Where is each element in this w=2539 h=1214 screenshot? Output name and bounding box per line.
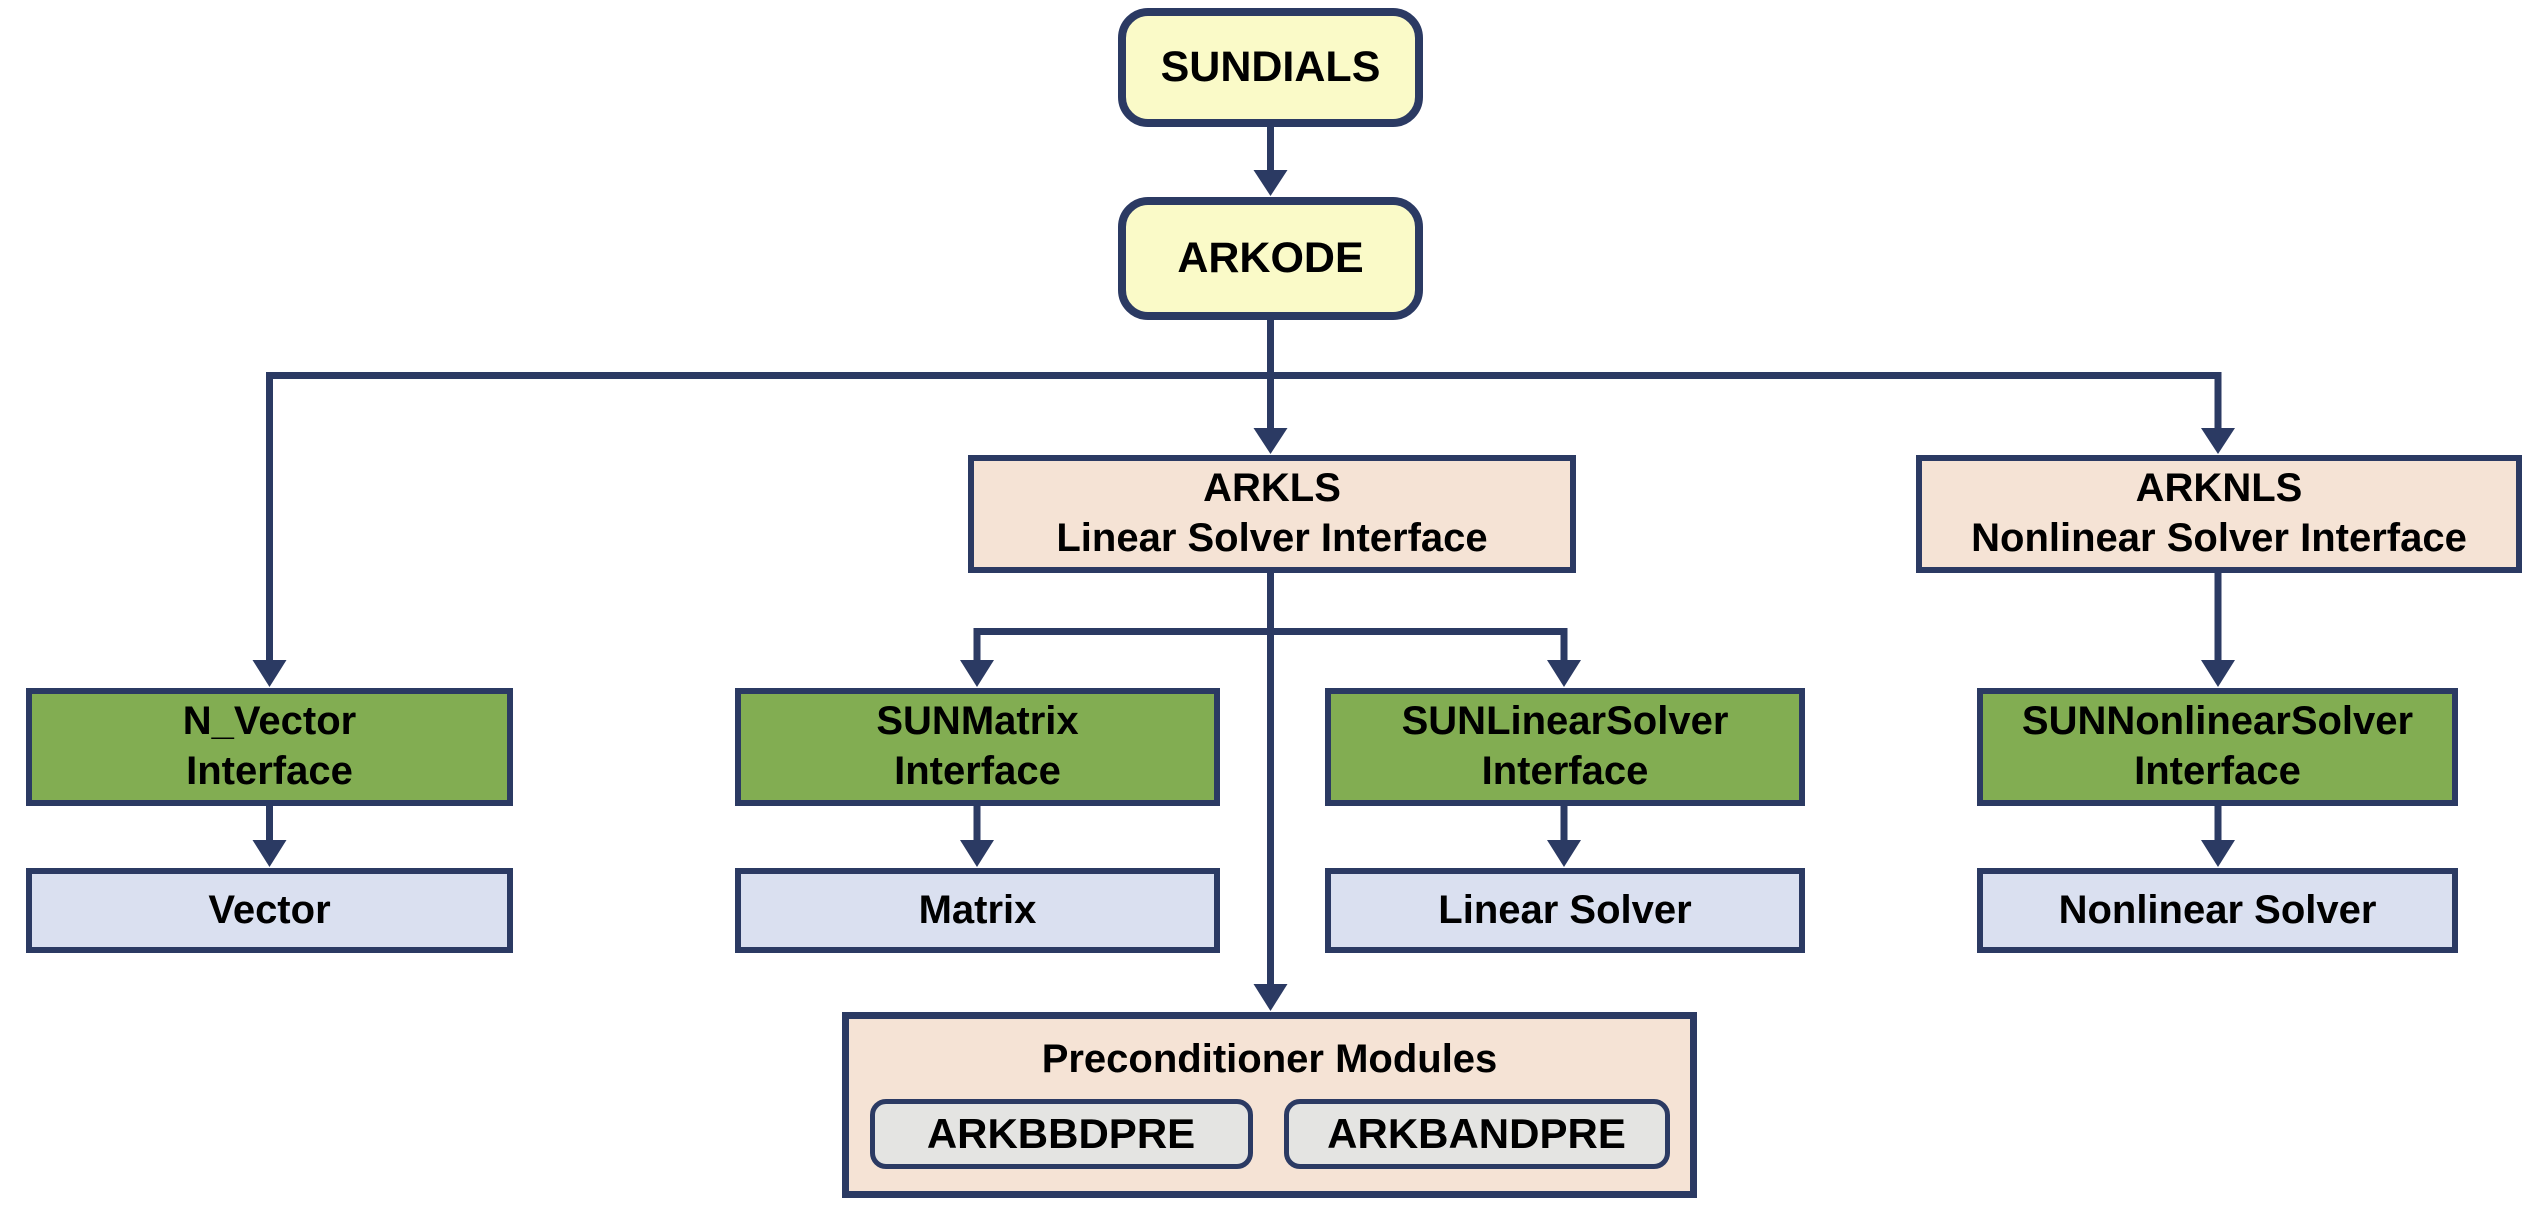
- node-sundials: SUNDIALS: [1118, 8, 1423, 127]
- edge-sunnonlinearsolver-nonlinearsolver: [2201, 803, 2235, 867]
- node-sunnonlinearsolver-line1: SUNNonlinearSolver: [2021, 699, 2414, 744]
- node-sundials-label: SUNDIALS: [1160, 42, 1381, 91]
- node-nonlinear-solver: Nonlinear Solver: [1977, 868, 2458, 953]
- edge-arkls-preconditioner: [1253, 572, 1288, 1011]
- node-sunlinearsolver-interface: SUNLinearSolver Interface: [1325, 688, 1805, 806]
- node-arkls-line1: ARKLS: [1203, 466, 1341, 511]
- edge-sunmatrix-matrix: [960, 803, 994, 867]
- node-arknls-line2: Nonlinear Solver Interface: [1971, 516, 2467, 560]
- node-nvector-line2: Interface: [186, 749, 353, 793]
- node-sunlinearsolver-line1: SUNLinearSolver: [1401, 699, 1729, 744]
- node-sunmatrix-interface: SUNMatrix Interface: [735, 688, 1220, 806]
- preconditioner-row: ARKBBDPRE ARKBANDPRE: [869, 1098, 1670, 1169]
- node-arkode: ARKODE: [1118, 197, 1423, 320]
- module-arkbandpre-label: ARKBANDPRE: [1327, 1109, 1626, 1157]
- edge-arkode-nvector: [252, 372, 287, 687]
- node-matrix: Matrix: [735, 868, 1220, 953]
- node-arknls: ARKNLS Nonlinear Solver Interface: [1916, 455, 2522, 573]
- edge-arkode-arknls: [2201, 372, 2235, 454]
- node-linear-solver-label: Linear Solver: [1438, 887, 1692, 932]
- node-sunmatrix-line2: Interface: [894, 749, 1061, 793]
- module-arkbbdpre-label: ARKBBDPRE: [926, 1109, 1196, 1157]
- preconditioner-title: Preconditioner Modules: [1041, 1037, 1498, 1081]
- edge-sundials-arkode: [1253, 127, 1288, 196]
- node-nvector-interface: N_Vector Interface: [26, 688, 513, 806]
- edge-nvector-vector: [252, 803, 287, 867]
- module-arkbandpre: ARKBANDPRE: [1283, 1098, 1670, 1169]
- node-linear-solver: Linear Solver: [1325, 868, 1805, 953]
- node-sunnonlinearsolver-interface: SUNNonlinearSolver Interface: [1977, 688, 2458, 806]
- node-sunlinearsolver-line2: Interface: [1481, 749, 1649, 793]
- node-arkls-line2: Linear Solver Interface: [1056, 516, 1488, 560]
- node-sunnonlinearsolver-line2: Interface: [2134, 749, 2301, 793]
- node-arknls-line1: ARKNLS: [2135, 466, 2303, 511]
- edge-arknls-sunnonlinearsolver: [2201, 572, 2235, 687]
- node-vector-label: Vector: [208, 887, 331, 932]
- edge-arkls-sunmatrix: [960, 628, 994, 687]
- edge-arkode-arkls: [1253, 319, 1288, 454]
- module-arkbbdpre: ARKBBDPRE: [869, 1098, 1253, 1169]
- node-matrix-label: Matrix: [918, 887, 1037, 932]
- node-preconditioner-modules: Preconditioner Modules ARKBBDPRE ARKBAND…: [842, 1012, 1697, 1198]
- node-arkode-label: ARKODE: [1177, 233, 1364, 282]
- node-arkls: ARKLS Linear Solver Interface: [968, 455, 1576, 573]
- node-vector: Vector: [26, 868, 513, 953]
- node-sunmatrix-line1: SUNMatrix: [876, 699, 1079, 744]
- edge-sunlinearsolver-linearsolver: [1547, 803, 1581, 867]
- node-nvector-line1: N_Vector: [182, 699, 357, 744]
- node-nonlinear-solver-label: Nonlinear Solver: [2058, 887, 2377, 932]
- edge-arkls-sunlinearsolver: [1547, 628, 1581, 687]
